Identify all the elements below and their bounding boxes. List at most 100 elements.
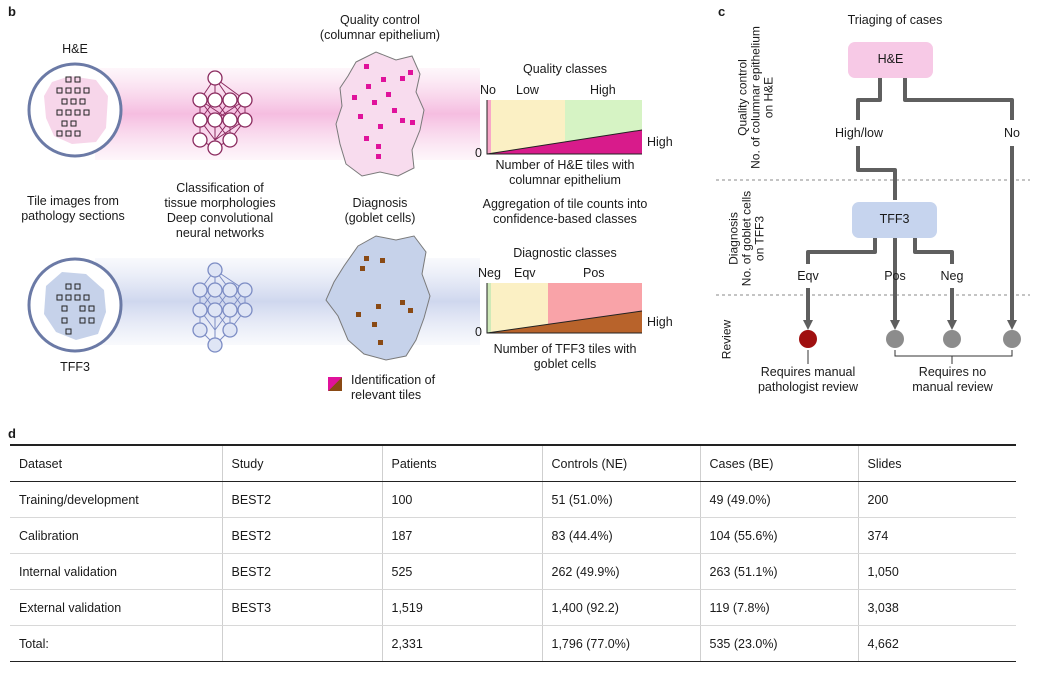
diagnostic-class-eqv: Eqv: [514, 266, 536, 280]
tff3-box-bg: [852, 202, 937, 238]
table-cell: 2,331: [381, 625, 542, 662]
side-label-qc: Quality control No. of columnar epitheli…: [735, 26, 776, 169]
quality-axis-high: High: [647, 135, 673, 149]
high-low-label: High/low: [835, 126, 883, 140]
side-label-review: Review: [719, 319, 734, 360]
he-box-bg: [848, 42, 933, 78]
table-cell: 119 (7.8%): [699, 589, 858, 626]
he-to-no-path: [903, 78, 1014, 322]
diagnostic-axis-high: High: [647, 315, 673, 329]
table-cell: 535 (23.0%): [699, 625, 858, 662]
auto-review-dot-pos: [886, 330, 904, 348]
table-cell: Internal validation: [10, 553, 222, 590]
tff3-neural-network: [192, 262, 253, 353]
table-cell: [221, 625, 382, 662]
qc-tiles: [352, 64, 415, 159]
side-label-diagnosis: Diagnosis No. of goblet cells on TFF3: [726, 190, 767, 287]
he-tiles: [56, 76, 90, 137]
eqv-label: Eqv: [797, 269, 819, 283]
table-row: Training/development BEST2 100 51 (51.0%…: [10, 481, 1016, 518]
aggregation-label: Aggregation of tile counts into confiden…: [482, 197, 648, 226]
tff3-label: TFF3: [60, 360, 90, 374]
requires-manual-label: Requires manual pathologist review: [757, 365, 859, 394]
he-box-label[interactable]: H&E: [877, 52, 904, 66]
quality-axis-zero: 0: [475, 146, 482, 160]
dataset-table: Dataset Study Patients Controls (NE) Cas…: [10, 444, 1016, 662]
no-label: No: [1004, 126, 1020, 140]
table-cell: 51 (51.0%): [541, 481, 700, 518]
table-cell: 1,050: [857, 553, 1016, 590]
quality-class-low: Low: [516, 83, 539, 97]
legend-swatch: [328, 377, 342, 391]
manual-review-dot: [799, 330, 817, 348]
column-header: Study: [221, 444, 382, 482]
column-header: Dataset: [10, 444, 222, 482]
table-cell: 187: [381, 517, 542, 554]
table-cell: 1,519: [381, 589, 542, 626]
quality-x-label: Number of H&E tiles with columnar epithe…: [495, 158, 635, 187]
column-header: Controls (NE): [541, 444, 700, 482]
diag-tiles: [356, 256, 413, 345]
table-cell: 3,038: [857, 589, 1016, 626]
table-cell: 1,796 (77.0%): [541, 625, 700, 662]
he-neural-network: [192, 70, 253, 156]
triaging-title: Triaging of cases: [847, 13, 943, 27]
table-cell: BEST2: [221, 553, 382, 590]
table-header-row: Dataset Study Patients Controls (NE) Cas…: [10, 444, 1016, 482]
column-header: Patients: [381, 444, 542, 482]
classification-label: Classification of tissue morphologies De…: [164, 181, 276, 240]
table-cell: Training/development: [10, 481, 222, 518]
table-cell: 4,662: [857, 625, 1016, 662]
quality-class-high: High: [590, 83, 616, 97]
no-manual-review-bracket: [894, 350, 1013, 364]
qc-label: Quality control (columnar epithelium): [319, 13, 441, 42]
tff3-to-eqv-path: [806, 238, 877, 322]
requires-no-manual-label: Requires no manual review: [912, 365, 993, 394]
quality-class-no: No: [480, 83, 496, 97]
auto-review-dot-neg: [943, 330, 961, 348]
quality-classes-chart: [486, 100, 643, 155]
diag-tissue: [325, 235, 431, 361]
diagnosis-label: Diagnosis (goblet cells): [344, 196, 416, 225]
neg-label: Neg: [940, 269, 964, 283]
panel-label-b: b: [8, 4, 16, 19]
diagnostic-class-neg: Neg: [478, 266, 501, 280]
pos-label: Pos: [884, 269, 906, 283]
quality-classes-title: Quality classes: [522, 62, 608, 76]
tile-images-label: Tile images from pathology sections: [21, 194, 125, 223]
qc-tissue: [335, 51, 425, 177]
table-cell: BEST2: [221, 517, 382, 554]
panel-label-d: d: [8, 426, 16, 441]
diagnostic-axis-zero: 0: [475, 325, 482, 339]
table-cell: 1,400 (92.2): [541, 589, 700, 626]
table-cell: 525: [381, 553, 542, 590]
diagnostic-x-label: Number of TFF3 tiles with goblet cells: [493, 342, 637, 371]
panel-label-c: c: [718, 4, 726, 19]
column-header: Slides: [857, 444, 1016, 482]
table-cell: External validation: [10, 589, 222, 626]
table-cell: 100: [381, 481, 542, 518]
diagnostic-classes-chart: [486, 283, 643, 334]
he-to-tff3-path: [856, 78, 897, 200]
diagnostic-classes-title: Diagnostic classes: [513, 246, 617, 260]
table-cell: 200: [857, 481, 1016, 518]
he-label: H&E: [62, 42, 88, 56]
tff3-tiles: [56, 283, 95, 335]
table-cell: 374: [857, 517, 1016, 554]
table-cell: 104 (55.6%): [699, 517, 858, 554]
tff3-box-label[interactable]: TFF3: [879, 212, 910, 226]
table-cell: 83 (44.4%): [541, 517, 700, 554]
table-row: Internal validation BEST2 525 262 (49.9%…: [10, 553, 1016, 590]
table-row: Calibration BEST2 187 83 (44.4%) 104 (55…: [10, 517, 1016, 554]
column-header: Cases (BE): [699, 444, 858, 482]
table-cell: Calibration: [10, 517, 222, 554]
table-cell: BEST3: [221, 589, 382, 626]
diagnostic-class-pos: Pos: [583, 266, 605, 280]
table-cell: BEST2: [221, 481, 382, 518]
table-cell: 49 (49.0%): [699, 481, 858, 518]
table-cell: 263 (51.1%): [699, 553, 858, 590]
table-cell: Total:: [10, 625, 222, 662]
auto-review-dot-no: [1003, 330, 1021, 348]
